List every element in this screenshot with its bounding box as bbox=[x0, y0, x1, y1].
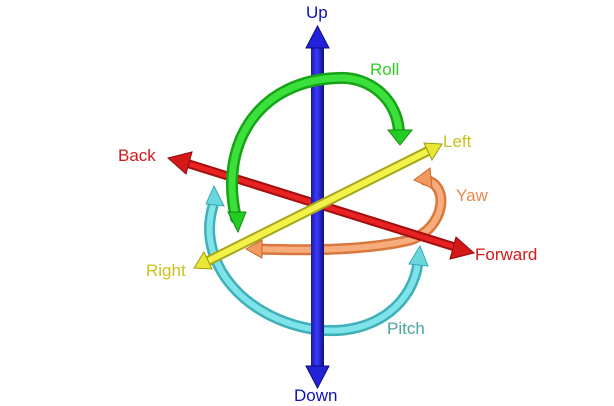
label-left: Left bbox=[443, 132, 472, 151]
yaw-arrowhead-left bbox=[244, 239, 263, 259]
label-pitch: Pitch bbox=[387, 319, 425, 338]
down-arrowhead bbox=[305, 365, 330, 390]
right-arrowhead bbox=[193, 250, 213, 270]
label-roll: Roll bbox=[370, 60, 400, 79]
pitch-arrowhead-right bbox=[408, 244, 429, 267]
label-down: Down bbox=[294, 386, 338, 405]
yaw-arrowhead-top bbox=[413, 167, 433, 189]
right-left-axis bbox=[193, 142, 443, 270]
back-arrowhead bbox=[166, 151, 193, 175]
label-forward: Forward bbox=[475, 245, 538, 264]
label-yaw: Yaw bbox=[456, 186, 488, 205]
label-up: Up bbox=[306, 3, 328, 22]
roll-arrowhead-left bbox=[227, 211, 247, 234]
label-right: Right bbox=[146, 261, 186, 280]
up-arrowhead bbox=[305, 24, 330, 49]
pitch-arrowhead-top bbox=[205, 184, 225, 207]
forward-arrowhead bbox=[449, 236, 476, 260]
label-back: Back bbox=[118, 146, 156, 165]
roll-arrowhead-right bbox=[386, 129, 414, 146]
roll-arrow bbox=[226, 71, 414, 234]
yaw-arrow bbox=[244, 167, 447, 259]
left-arrowhead bbox=[423, 142, 443, 162]
